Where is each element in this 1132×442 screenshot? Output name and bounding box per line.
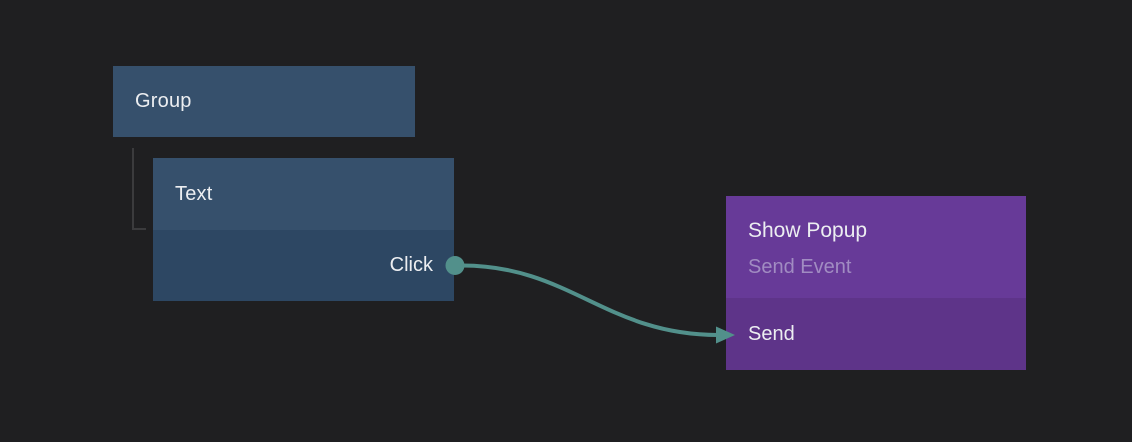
- node-show-popup[interactable]: Show Popup Send Event Send: [726, 196, 1026, 370]
- connection-wire[interactable]: [461, 263, 719, 337]
- node-text[interactable]: Text Click: [153, 158, 454, 301]
- node-show-popup-title: Show Popup: [748, 219, 868, 242]
- node-group[interactable]: Group: [113, 66, 415, 137]
- node-text-title: Text: [175, 182, 213, 205]
- input-port-send-label: Send: [748, 322, 795, 345]
- node-show-popup-header: Show Popup Send Event: [726, 196, 1026, 298]
- node-text-header: Text: [153, 158, 454, 230]
- hierarchy-connector-line: [132, 148, 146, 230]
- node-text-ports-row: Click: [153, 230, 454, 301]
- node-show-popup-subtitle: Send Event: [748, 256, 852, 278]
- node-group-title: Group: [135, 90, 192, 112]
- node-show-popup-ports-row: Send: [726, 298, 1026, 370]
- output-port-click-label: Click: [389, 254, 433, 276]
